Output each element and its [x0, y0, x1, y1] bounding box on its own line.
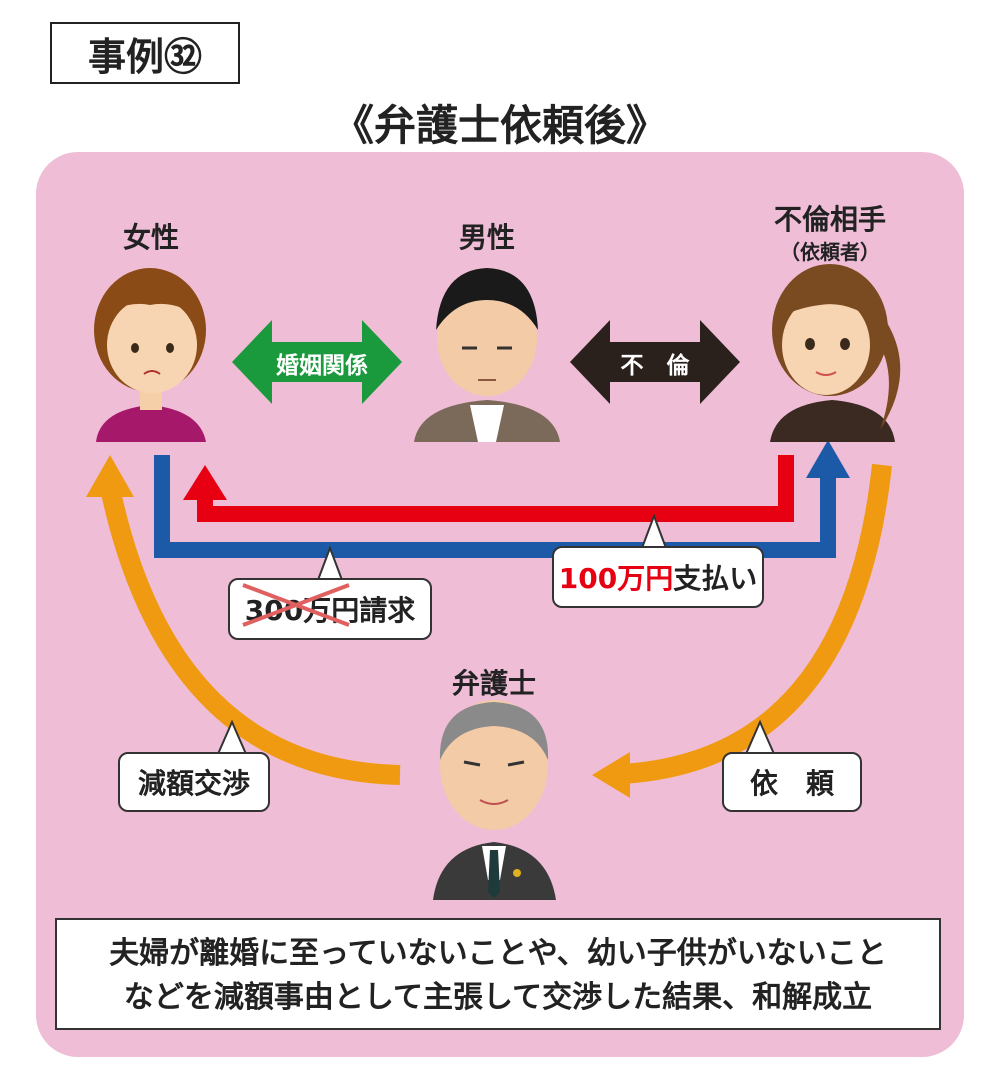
man-figure [414, 268, 560, 442]
conclusion-line-2: などを減額事由として主張して交渉した結果、和解成立 [123, 980, 873, 1015]
man-label: 男性 [458, 221, 515, 254]
claim-suffix: 請求 [359, 594, 416, 627]
case-number: 事例㉜ [87, 34, 202, 79]
woman-label: 女性 [122, 221, 179, 254]
request-callout: 依 頼 [722, 752, 862, 812]
request-arrow-head [592, 752, 630, 798]
claim-callout: 300万円 請求 [228, 578, 432, 640]
negotiation-text: 減額交渉 [137, 767, 250, 800]
woman-figure [94, 268, 206, 442]
affair-label: 不 倫 [620, 353, 690, 379]
negotiation-callout: 減額交渉 [118, 752, 270, 812]
conclusion-line-1: 夫婦が離婚に至っていないことや、幼い子供がいないこと [109, 936, 887, 971]
request-text: 依 頼 [749, 767, 834, 800]
partner-label: 不倫相手 [773, 203, 886, 236]
negotiation-arrow-head [86, 455, 134, 497]
marriage-arrow [232, 320, 402, 404]
paid-suffix: 支払い [673, 562, 758, 595]
payment-callout: 100万円 支払い [552, 546, 764, 608]
lawyer-figure [433, 700, 556, 900]
page-title: 《弁護士依頼後》 [331, 101, 668, 150]
claim-amount-struck: 300万円 [242, 583, 359, 629]
conclusion-box: 夫婦が離婚に至っていないことや、幼い子供がいないこと などを減額事由として主張し… [55, 918, 941, 1030]
affair-arrow [570, 320, 740, 404]
payment-arrow-head [183, 465, 227, 500]
paid-amount: 100万円 [558, 562, 674, 595]
lawyer-label: 弁護士 [451, 667, 536, 700]
strike-cross-icon [242, 583, 350, 627]
partner-note: （依頼者） [780, 240, 880, 264]
negotiation-arrow [100, 485, 401, 785]
claim-line [154, 455, 836, 558]
partner-figure [770, 264, 901, 442]
case-number-box: 事例㉜ [50, 22, 240, 84]
claim-arrow-head [806, 440, 850, 478]
marriage-label: 婚姻関係 [276, 353, 368, 379]
payment-line [197, 455, 794, 522]
request-arrow [621, 463, 892, 784]
